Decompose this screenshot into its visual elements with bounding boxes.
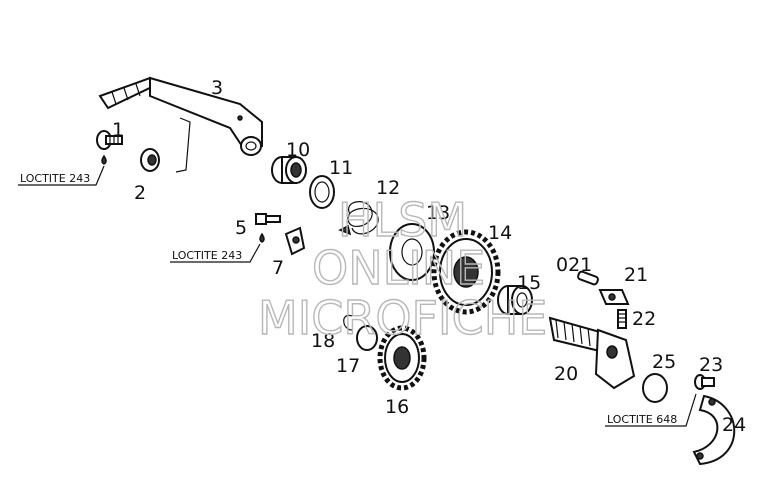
part-label-18: 18 [311, 330, 335, 352]
part-label-24: 24 [722, 414, 746, 436]
screw-23 [694, 374, 715, 390]
part-label-21: 21 [624, 264, 648, 286]
screw-1 [96, 130, 123, 165]
watermark-line-2: ONLINE [312, 241, 485, 295]
loctite-leader-b [170, 243, 261, 263]
part-label-25: 25 [652, 351, 676, 373]
spring-22 [617, 309, 627, 329]
washer-2 [140, 148, 160, 172]
pin-021 [577, 270, 599, 286]
watermark-line-1: HLSM [338, 193, 467, 247]
kickstarter-shaft-20 [548, 316, 636, 390]
part-label-11: 11 [329, 157, 353, 179]
part-label-14: 14 [488, 222, 512, 244]
washer-13 [389, 223, 435, 281]
screw-5 [255, 213, 281, 243]
part-label-1: 1 [112, 119, 124, 141]
part-label-10: 10 [286, 139, 310, 161]
part-label-16: 16 [385, 396, 409, 418]
bracket-24 [692, 394, 736, 466]
part-label-5: 5 [235, 217, 247, 239]
part-label-7: 7 [272, 257, 284, 279]
part-label-20: 20 [554, 363, 578, 385]
spring-12 [338, 201, 379, 236]
part-label-3: 3 [211, 77, 223, 99]
part-label-17: 17 [336, 355, 360, 377]
part-label-13: 13 [426, 202, 450, 224]
bushing-10 [271, 156, 307, 184]
loctite-label-b: LOCTITE 243 [172, 249, 242, 262]
loctite-leader-a [18, 165, 105, 186]
ring-11 [309, 175, 335, 209]
part-label-15: 15 [517, 272, 541, 294]
circlip-18 [343, 314, 353, 331]
part-label-12: 12 [376, 177, 400, 199]
part-label-22: 22 [632, 308, 656, 330]
bearing-15 [497, 285, 533, 315]
catch-21 [598, 289, 630, 305]
gear-14 [431, 229, 501, 315]
watermark-line-3: MICROFICHE [258, 291, 547, 345]
ring-25 [642, 373, 668, 403]
loctite-label-a: LOCTITE 243 [20, 172, 90, 185]
washer-17 [356, 325, 378, 351]
guide-line [175, 117, 191, 173]
part-label-2: 2 [134, 182, 146, 204]
part-label-23: 23 [699, 354, 723, 376]
loctite-leader-c [605, 393, 697, 427]
loctite-label-c: LOCTITE 648 [607, 413, 677, 426]
kickstarter-lever [98, 76, 263, 156]
bracket-7 [284, 226, 306, 256]
gear-16 [377, 325, 427, 391]
part-label-021: 021 [556, 254, 592, 276]
